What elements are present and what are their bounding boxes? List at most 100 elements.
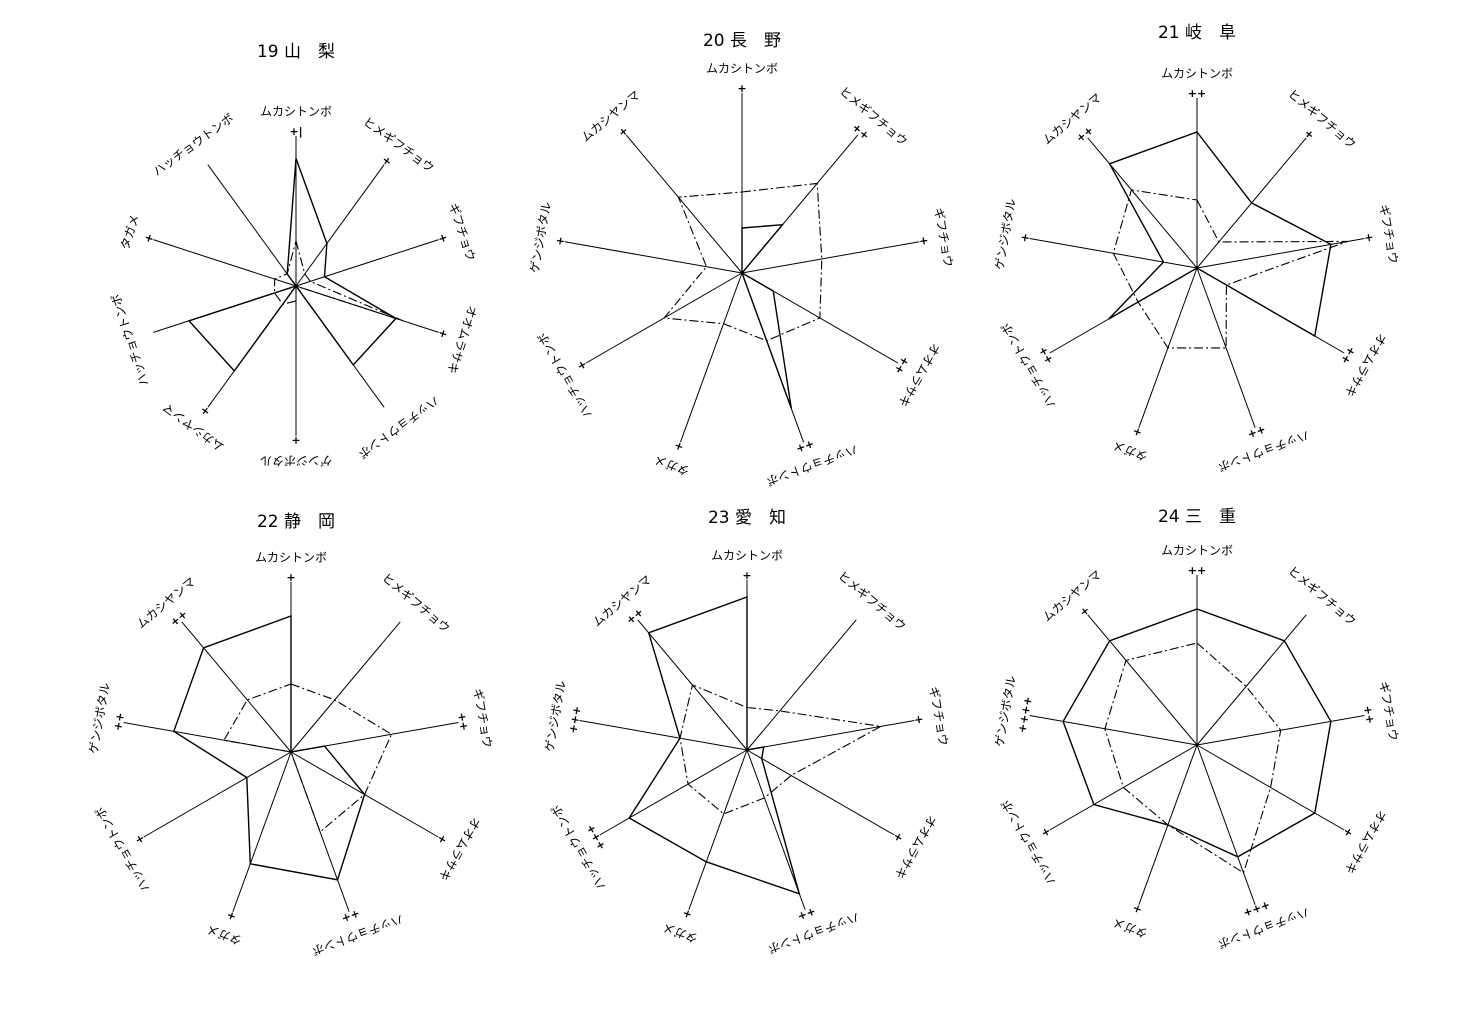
axis-mark: + bbox=[379, 153, 394, 169]
series-dashdot-polygon bbox=[663, 182, 823, 342]
axis-line bbox=[564, 241, 743, 274]
radar-panel-2: 20 長 野+ムカシトンボ++ヒメギフチョウ+ギフチョウ++オオムラサキ++ハッ… bbox=[527, 31, 955, 488]
axis-line bbox=[181, 621, 292, 753]
axis-label: ムカシトンボ bbox=[711, 549, 783, 563]
axis-line bbox=[746, 719, 915, 751]
axis-mark: ++ bbox=[892, 354, 912, 376]
axis-label: オオムラサキ bbox=[1342, 808, 1390, 877]
series-solid-polygon bbox=[187, 158, 398, 373]
axis-mark: + bbox=[616, 124, 631, 140]
axis-label: ゲンジボタル bbox=[527, 201, 553, 274]
axis-line bbox=[290, 621, 401, 753]
axis-mark: + bbox=[672, 439, 685, 454]
axis-line bbox=[688, 749, 748, 910]
axis-mark: + bbox=[291, 434, 300, 447]
axis-line bbox=[579, 719, 748, 751]
axis-mark: ++ bbox=[1361, 704, 1377, 724]
axis-mark: ++ bbox=[1074, 123, 1096, 145]
axis-line bbox=[1087, 137, 1198, 269]
axis-label: タガメ bbox=[205, 922, 244, 947]
axis-mark: + bbox=[1340, 825, 1356, 839]
axis-label: ムカシトンボ bbox=[1161, 67, 1233, 81]
axis-line bbox=[143, 751, 292, 838]
axis-line bbox=[746, 619, 857, 751]
axis-label: ゲンジボタル bbox=[992, 675, 1018, 748]
axis-label: ヒメギフチョウ bbox=[1285, 564, 1358, 629]
axis-line bbox=[1196, 744, 1256, 905]
axis-label: タガメ bbox=[118, 213, 142, 252]
axis-mark: ++ bbox=[794, 437, 816, 456]
series-solid-polygon bbox=[740, 223, 792, 409]
axis-mark: ++ bbox=[340, 907, 362, 926]
axis-mark: + bbox=[737, 82, 746, 95]
series-solid-polygon bbox=[172, 615, 366, 881]
chart-title: 23 愛 知 bbox=[708, 508, 786, 528]
axis-mark: + bbox=[681, 906, 694, 921]
axis-line bbox=[625, 134, 743, 274]
axis-line bbox=[1196, 237, 1365, 269]
axis-label: オオムラサキ bbox=[444, 304, 479, 376]
axis-mark: ++ bbox=[1188, 564, 1206, 577]
axis-mark: ++ bbox=[1188, 87, 1206, 100]
axis-label: ムカシヤンマ bbox=[590, 572, 654, 629]
axis-mark: + bbox=[916, 235, 930, 246]
axis-line bbox=[1196, 744, 1345, 831]
axis-line bbox=[746, 749, 895, 836]
axis-mark: ++ bbox=[111, 711, 127, 731]
axis-mark: + bbox=[890, 830, 906, 844]
axis-line bbox=[746, 749, 806, 910]
axis-mark: + bbox=[1038, 825, 1054, 839]
chart-title: 19 山 梨 bbox=[257, 42, 335, 62]
chart-title: 20 長 野 bbox=[703, 31, 781, 51]
axis-label: ハッチョウトンボ bbox=[998, 797, 1058, 887]
axis-label: タガメ bbox=[1111, 438, 1150, 463]
axis-mark: + bbox=[141, 232, 156, 245]
series-dashdot-polygon bbox=[1104, 642, 1282, 874]
axis-label: ギフチョウ bbox=[446, 201, 478, 262]
axis-line bbox=[1087, 614, 1198, 746]
axis-mark: +| bbox=[289, 125, 302, 138]
radar-panel-4: 22 静 岡+ムカシトンボヒメギフチョウ++ギフチョウ+オオムラサキ++ハッチョ… bbox=[86, 512, 494, 958]
axis-label: ハッチョウトンボ bbox=[356, 393, 442, 461]
axis-line bbox=[207, 164, 297, 287]
axis-mark: +++ bbox=[1241, 898, 1271, 920]
axis-label: ヒメギフチョウ bbox=[1285, 87, 1358, 152]
axis-label: タガメ bbox=[1111, 915, 1150, 940]
axis-label: オオムラサキ bbox=[892, 813, 940, 882]
axis-label: ハッチョウトンボ bbox=[998, 320, 1058, 410]
axis-line bbox=[679, 272, 743, 443]
axis-line bbox=[1029, 714, 1198, 746]
axis-mark: + bbox=[1131, 901, 1144, 916]
axis-mark: + bbox=[574, 358, 590, 372]
axis-mark: + bbox=[435, 327, 450, 340]
axis-mark: ++ bbox=[1036, 344, 1056, 366]
axis-label: ヒメギフチョウ bbox=[837, 84, 910, 149]
axis-label: ムカシトンボ bbox=[260, 105, 332, 119]
axis-line bbox=[295, 164, 385, 287]
axis-label: ヒメギフチョウ bbox=[835, 569, 908, 634]
axis-line bbox=[1196, 267, 1256, 428]
axis-label: ゲンジボタル bbox=[260, 454, 332, 468]
axis-line bbox=[153, 239, 297, 287]
axis-label: ゲンジボタル bbox=[992, 198, 1018, 271]
axis-mark: ++ bbox=[455, 711, 471, 731]
axis-mark: + bbox=[912, 714, 926, 725]
axis-mark: ++ bbox=[849, 121, 871, 143]
axis-mark: +++ bbox=[583, 822, 608, 852]
axis-label: ムカシトンボ bbox=[706, 62, 778, 76]
series-dashdot-polygon bbox=[274, 238, 404, 322]
radar-panel-6: 24 三 重++ムカシトンボヒメギフチョウ++ギフチョウ+オオムラサキ+++ハッ… bbox=[992, 507, 1400, 951]
axis-label: ムカシヤンマ bbox=[160, 400, 226, 454]
axis-label: ゲンジボタル bbox=[86, 682, 112, 755]
axis-mark: + bbox=[742, 569, 751, 582]
axis-mark: + bbox=[1362, 232, 1376, 243]
radar-panel-3: 21 岐 阜++ムカシトンボ+ヒメギフチョウ+ギフチョウ++オオムラサキ++ハッ… bbox=[992, 23, 1400, 474]
series-dashdot-polygon bbox=[1112, 189, 1348, 349]
axis-mark: + bbox=[1077, 603, 1092, 619]
axis-line bbox=[123, 721, 292, 753]
axis-label: ムカシヤンマ bbox=[1040, 567, 1104, 624]
axis-label: ハッチョウトンボ bbox=[109, 292, 152, 388]
series-solid-polygon bbox=[1108, 131, 1332, 338]
axis-label: ギフチョウ bbox=[470, 687, 494, 749]
